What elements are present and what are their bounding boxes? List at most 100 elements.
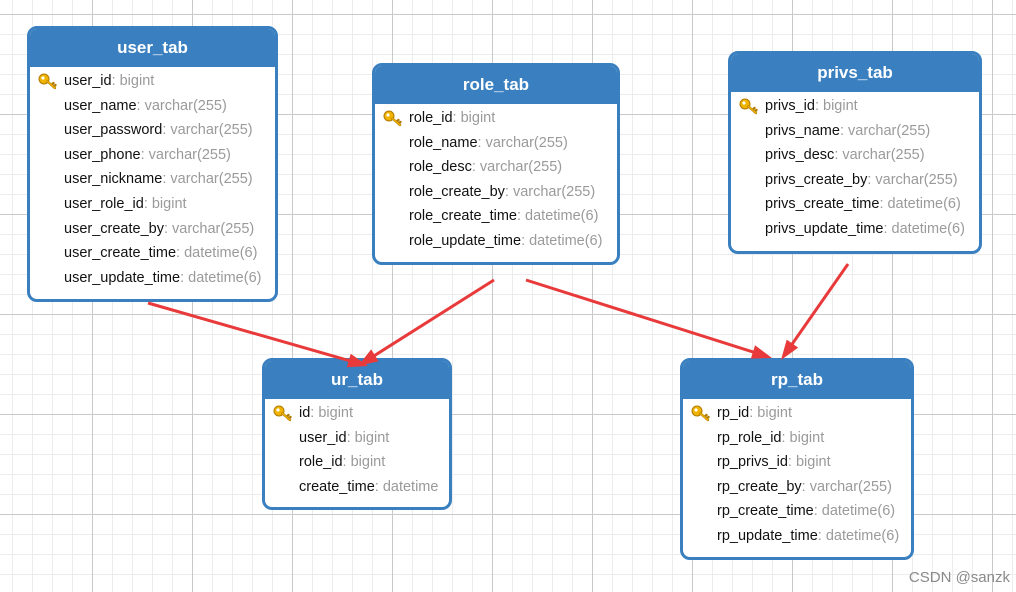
field-name: privs_name xyxy=(765,122,840,139)
field-type: : varchar(255) xyxy=(163,220,255,237)
relation-arrow-role-tab-to-rp-tab xyxy=(525,278,772,359)
field-type: : datetime(6) xyxy=(521,232,603,249)
field-row[interactable]: role_create_by: varchar(255) xyxy=(375,180,617,205)
field-type: : bigint xyxy=(814,98,858,114)
field-row[interactable]: user_name: varchar(255) xyxy=(30,94,275,119)
key-icon xyxy=(273,404,293,422)
field-row[interactable]: create_time: datetime xyxy=(265,475,449,500)
field-type: : varchar(255) xyxy=(834,147,925,164)
field-type: : datetime(6) xyxy=(813,503,896,520)
field-type: : varchar(255) xyxy=(504,183,596,200)
field-row[interactable]: privs_create_by: varchar(255) xyxy=(731,168,979,193)
field-name: user_create_time xyxy=(64,245,177,262)
field-name: role_id xyxy=(299,454,343,471)
field-row[interactable]: id: bigint xyxy=(265,401,449,426)
field-row[interactable]: rp_update_time: datetime(6) xyxy=(683,524,911,549)
field-name: create_time xyxy=(299,478,375,495)
field-type: : varchar(255) xyxy=(136,97,227,114)
field-row[interactable]: privs_create_time: datetime(6) xyxy=(731,192,979,217)
field-row[interactable]: rp_role_id: bigint xyxy=(683,426,911,451)
field-type: : datetime(6) xyxy=(180,269,262,286)
field-row[interactable]: user_phone: varchar(255) xyxy=(30,143,275,168)
field-type: : bigint xyxy=(346,429,390,446)
field-row[interactable]: user_create_by: varchar(255) xyxy=(30,217,275,242)
field-type: : varchar(255) xyxy=(162,171,253,188)
field-type: : datetime(6) xyxy=(817,527,900,544)
field-type: : varchar(255) xyxy=(801,478,892,495)
field-row[interactable]: user_id: bigint xyxy=(265,426,449,451)
field-row[interactable]: user_create_time: datetime(6) xyxy=(30,241,275,266)
field-row[interactable]: user_password: varchar(255) xyxy=(30,118,275,143)
field-name: privs_update_time xyxy=(765,220,884,237)
field-name: user_id xyxy=(64,73,112,89)
field-type: : varchar(255) xyxy=(140,146,231,163)
table-title[interactable]: privs_tab xyxy=(731,54,979,92)
field-name: user_role_id xyxy=(64,195,144,212)
field-type: : datetime(6) xyxy=(883,220,965,237)
field-row[interactable]: rp_create_time: datetime(6) xyxy=(683,499,911,524)
field-type: : varchar(255) xyxy=(477,134,568,151)
field-row[interactable]: privs_name: varchar(255) xyxy=(731,119,979,144)
field-type: : bigint xyxy=(143,195,187,212)
field-row[interactable]: user_id: bigint xyxy=(30,69,275,94)
field-row[interactable]: privs_update_time: datetime(6) xyxy=(731,217,979,242)
field-type: : bigint xyxy=(452,110,496,126)
field-name: role_id xyxy=(409,110,453,126)
field-type: : datetime(6) xyxy=(517,208,599,225)
field-row[interactable]: privs_desc: varchar(255) xyxy=(731,143,979,168)
watermark: CSDN @sanzk xyxy=(908,569,1010,586)
field-row[interactable]: role_desc: varchar(255) xyxy=(375,155,617,180)
field-name: rp_create_by xyxy=(717,478,802,495)
field-name: rp_id xyxy=(717,405,750,421)
field-row[interactable]: role_id: bigint xyxy=(375,106,617,131)
field-type: : datetime xyxy=(374,478,439,495)
relation-arrow-privs-tab-to-rp-tab xyxy=(781,263,850,360)
field-type: : varchar(255) xyxy=(471,159,563,176)
table-title[interactable]: ur_tab xyxy=(265,361,449,399)
key-icon xyxy=(691,404,711,422)
field-row[interactable]: role_create_time: datetime(6) xyxy=(375,204,617,229)
relation-arrow-role-tab-to-ur-tab xyxy=(358,278,495,366)
field-name: role_create_time xyxy=(409,208,517,225)
field-name: user_update_time xyxy=(64,269,181,286)
field-row[interactable]: privs_id: bigint xyxy=(731,94,979,119)
field-row[interactable]: role_id: bigint xyxy=(265,450,449,475)
field-name: user_nickname xyxy=(64,171,163,188)
field-type: : bigint xyxy=(310,405,354,421)
field-name: privs_desc xyxy=(765,147,835,164)
field-type: : varchar(255) xyxy=(839,122,931,139)
table-title[interactable]: rp_tab xyxy=(683,361,911,399)
field-name: privs_id xyxy=(765,98,815,114)
field-row[interactable]: user_role_id: bigint xyxy=(30,192,275,217)
field-name: rp_create_time xyxy=(717,503,814,520)
key-icon xyxy=(38,72,58,90)
field-row[interactable]: role_name: varchar(255) xyxy=(375,131,617,156)
field-type: : varchar(255) xyxy=(162,122,253,139)
table-title[interactable]: role_tab xyxy=(375,66,617,104)
field-type: : datetime(6) xyxy=(176,245,258,262)
field-type: : varchar(255) xyxy=(867,171,958,188)
field-name: user_id xyxy=(299,429,347,446)
field-name: role_desc xyxy=(409,159,472,176)
field-row[interactable]: rp_privs_id: bigint xyxy=(683,450,911,475)
field-type: : bigint xyxy=(781,429,825,446)
key-icon xyxy=(383,109,403,127)
field-name: user_phone xyxy=(64,146,141,163)
field-row[interactable]: rp_create_by: varchar(255) xyxy=(683,475,911,500)
field-row[interactable]: user_update_time: datetime(6) xyxy=(30,266,275,291)
field-row[interactable]: role_update_time: datetime(6) xyxy=(375,229,617,254)
field-type: : bigint xyxy=(342,454,386,471)
table-title[interactable]: user_tab xyxy=(30,29,275,67)
field-row[interactable]: user_nickname: varchar(255) xyxy=(30,167,275,192)
field-row[interactable]: rp_id: bigint xyxy=(683,401,911,426)
field-name: role_name xyxy=(409,134,478,151)
